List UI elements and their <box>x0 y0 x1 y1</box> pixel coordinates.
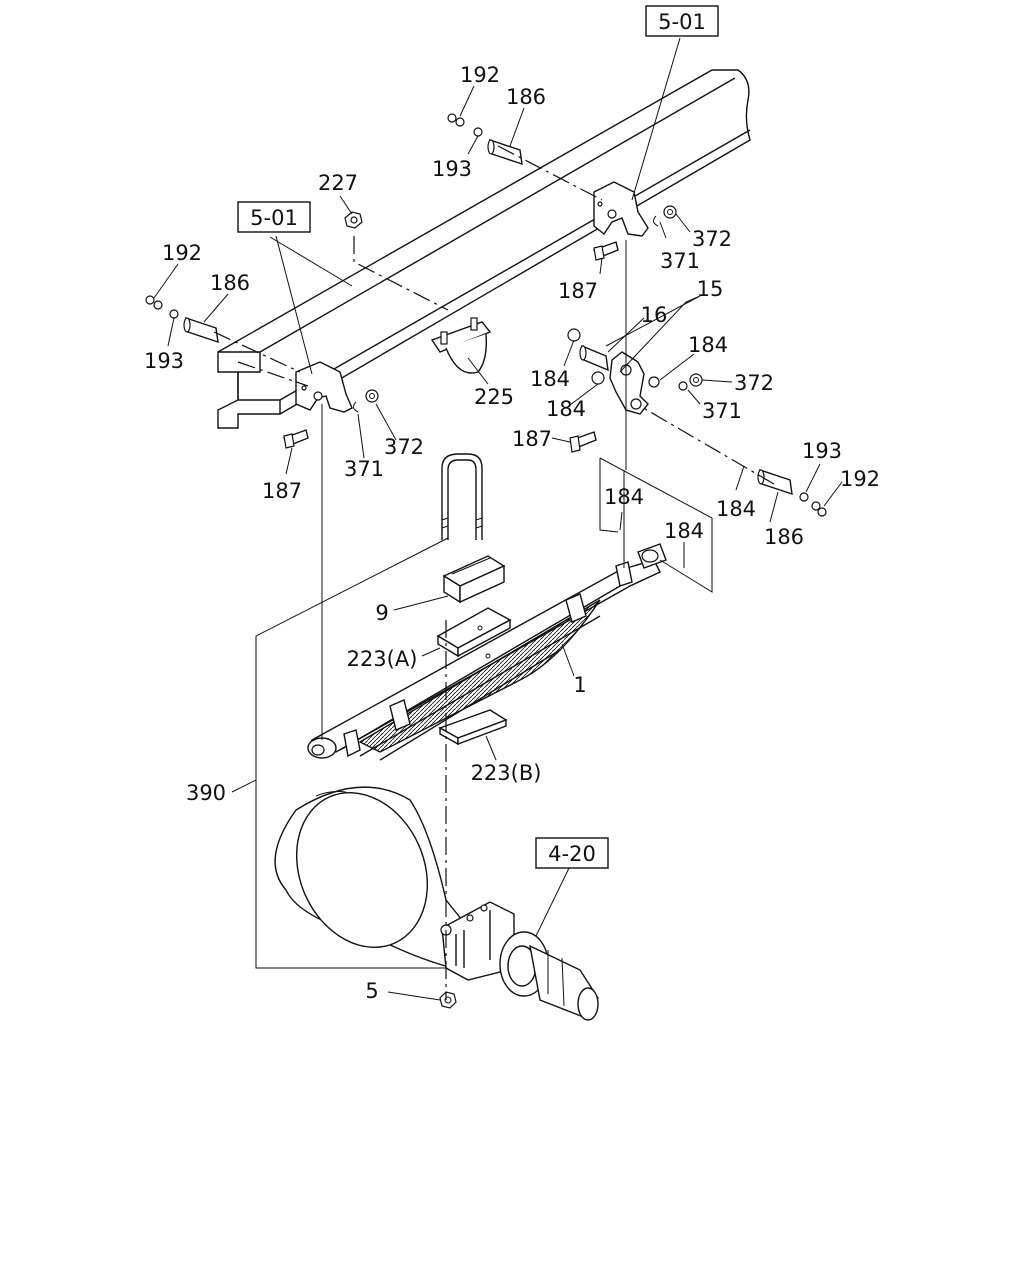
label-186-left: 186 <box>210 271 250 295</box>
rear-spring-bracket <box>593 181 649 237</box>
washer-193-left <box>169 309 179 319</box>
label-390: 390 <box>186 781 226 805</box>
assembly-lines <box>213 37 775 1000</box>
label-5: 5 <box>365 979 378 1003</box>
label-184-c: 184 <box>546 397 586 421</box>
washer-193-top <box>473 127 483 137</box>
shackle-pin-186-top <box>487 138 523 166</box>
nut-5 <box>439 991 457 1009</box>
axle-housing <box>274 786 599 1021</box>
nut-227 <box>344 211 363 229</box>
svg-text:5-01: 5-01 <box>250 206 298 230</box>
svg-text:4-20: 4-20 <box>548 842 596 866</box>
washer-371-left <box>352 401 359 413</box>
bolt-187-shackle <box>569 431 597 453</box>
spring-pad-223b <box>438 709 508 746</box>
label-193-right: 193 <box>802 439 842 463</box>
shackle-pin-186-left <box>183 316 219 344</box>
label-187-shackle: 187 <box>512 427 552 451</box>
leader-lines <box>153 85 843 1001</box>
frame-rail <box>217 69 751 429</box>
label-227: 227 <box>318 171 358 195</box>
leaf-spring-1 <box>307 543 667 761</box>
label-186-right: 186 <box>764 525 804 549</box>
label-184-b: 184 <box>688 333 728 357</box>
label-184-a: 184 <box>530 367 570 391</box>
label-192-top: 192 <box>460 63 500 87</box>
label-372-shackle: 372 <box>734 371 774 395</box>
front-spring-bracket <box>295 361 353 413</box>
bump-stopper <box>430 317 492 374</box>
label-372-rear: 372 <box>692 227 732 251</box>
label-184-f: 184 <box>664 519 704 543</box>
grease-nipple-192-top <box>447 113 465 127</box>
label-371-rear: 371 <box>660 249 700 273</box>
part-labels: 192 186 193 227 192 186 193 372 371 187 … <box>144 63 880 1003</box>
label-371-shackle: 371 <box>702 399 742 423</box>
u-bolt <box>441 453 483 540</box>
label-184-d: 184 <box>604 485 644 509</box>
grease-nipple-192-left <box>145 295 163 310</box>
label-192-left: 192 <box>162 241 202 265</box>
reference-box-5-01-left[interactable]: 5-01 <box>237 201 311 233</box>
label-193-left: 193 <box>144 349 184 373</box>
spacer-9 <box>442 555 506 604</box>
washer-371-rear <box>652 215 659 227</box>
label-9: 9 <box>375 601 388 625</box>
label-223b: 223(B) <box>471 761 542 785</box>
reference-box-4-20[interactable]: 4-20 <box>535 837 609 869</box>
label-184-e: 184 <box>716 497 756 521</box>
nut-372-left <box>365 389 379 403</box>
spring-pad-223a <box>436 607 512 658</box>
label-187-rear: 187 <box>558 279 598 303</box>
bolt-187-left <box>283 429 309 449</box>
reference-box-5-01-top[interactable]: 5-01 <box>645 5 719 37</box>
label-223a: 223(A) <box>347 647 418 671</box>
label-186-top: 186 <box>506 85 546 109</box>
label-16: 16 <box>641 303 668 327</box>
washer-371-shackle <box>678 381 688 391</box>
label-192-right: 192 <box>840 467 880 491</box>
nut-372-rear <box>663 205 677 219</box>
label-225: 225 <box>474 385 514 409</box>
label-193-top: 193 <box>432 157 472 181</box>
label-1: 1 <box>573 673 586 697</box>
label-372-left: 372 <box>384 435 424 459</box>
label-15: 15 <box>697 277 724 301</box>
nut-372-shackle <box>689 373 703 387</box>
washer-193-right <box>799 492 809 502</box>
shackle-pin-186-right <box>757 468 793 496</box>
label-187-left: 187 <box>262 479 302 503</box>
svg-text:5-01: 5-01 <box>658 10 706 34</box>
bolt-187-rear <box>593 241 619 261</box>
label-371-left: 371 <box>344 457 384 481</box>
grease-nipple-192-right <box>811 501 827 517</box>
